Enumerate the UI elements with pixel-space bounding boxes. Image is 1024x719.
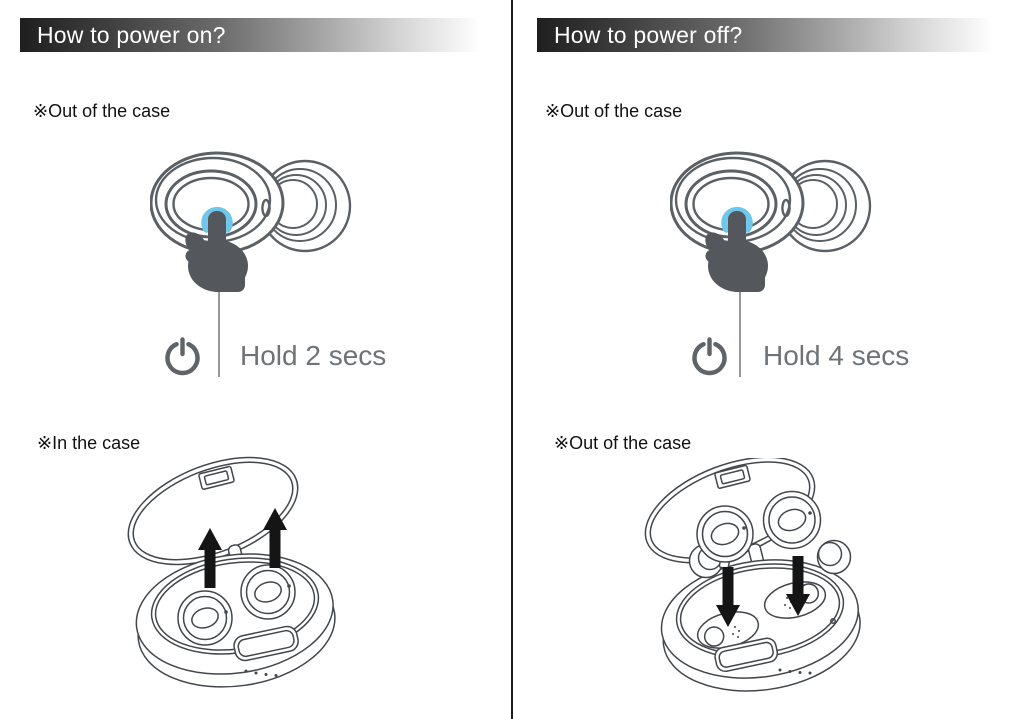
pointer-line — [218, 258, 220, 377]
in-case-label: ※In the case — [37, 433, 141, 453]
out-of-case-label: ※Out of the case — [545, 101, 683, 121]
earbud-touch-illustration — [150, 145, 355, 295]
power-icon — [162, 336, 203, 377]
power-off-header: How to power off? — [537, 18, 1003, 52]
power-off-column: How to power off? ※Out of the case Hold … — [512, 0, 1024, 719]
case-open-up-arrows-illustration — [127, 456, 336, 688]
power-on-header: How to power on? — [20, 18, 490, 52]
power-on-header-text: How to power on? — [37, 22, 226, 48]
earbud-touch-illustration — [670, 145, 875, 295]
out-of-case-label: ※Out of the case — [33, 101, 171, 121]
power-off-header-text: How to power off? — [554, 22, 743, 48]
pointer-line — [739, 258, 741, 377]
case-open-down-arrows-illustration — [644, 458, 861, 692]
power-on-column: How to power on? ※Out of the case Hold 2… — [20, 18, 490, 688]
down-arrows — [716, 556, 810, 627]
power-icon — [689, 336, 730, 377]
hold-instruction: Hold 4 secs — [763, 340, 910, 371]
hold-instruction: Hold 2 secs — [240, 340, 387, 371]
up-arrows — [198, 508, 287, 588]
column-divider — [511, 0, 513, 719]
out-of-case-label-2: ※Out of the case — [554, 433, 692, 453]
